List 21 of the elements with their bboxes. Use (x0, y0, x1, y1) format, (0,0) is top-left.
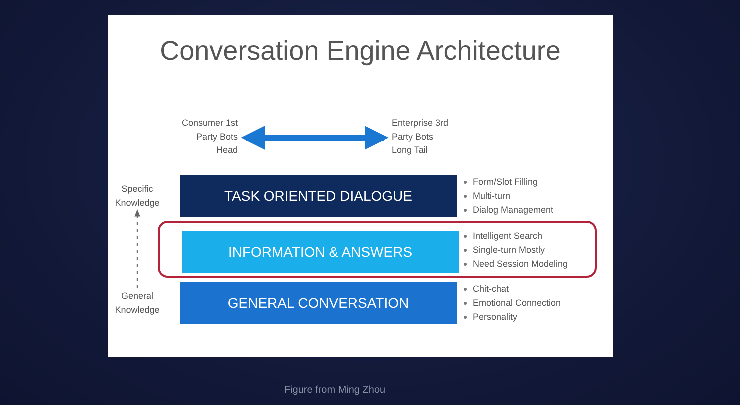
bullet-item: Personality (462, 311, 562, 323)
dashed-arrow (134, 210, 140, 288)
layer-bar: TASK ORIENTED DIALOGUE (180, 175, 457, 217)
bullet-item: Emotional Connection (462, 297, 562, 309)
bullet-item: Dialog Management (462, 204, 554, 216)
title: Conversation Engine Architecture (159, 36, 562, 67)
bullet-item: Form/Slot Filling (462, 176, 554, 188)
text-label: Consumer 1st Party Bots Head (176, 117, 238, 159)
double-arrow (241, 126, 389, 150)
layer-bar: INFORMATION & ANSWERS (182, 231, 459, 273)
highlight-frame (158, 221, 597, 278)
bullet-item: Multi-turn (462, 190, 554, 202)
bullet-item: Need Session Modeling (462, 258, 568, 270)
bullet-item: Chit-chat (462, 283, 562, 295)
text-label: Specific Knowledge (110, 183, 165, 209)
caption: Figure from Ming Zhou (283, 385, 387, 396)
layer-bar: GENERAL CONVERSATION (180, 282, 457, 324)
text-label: Enterprise 3rd Party Bots Long Tail (392, 117, 456, 159)
bullet-item: Single-turn Mostly (462, 244, 568, 256)
text-label: General Knowledge (110, 290, 165, 316)
bullet-item: Intelligent Search (462, 230, 568, 242)
